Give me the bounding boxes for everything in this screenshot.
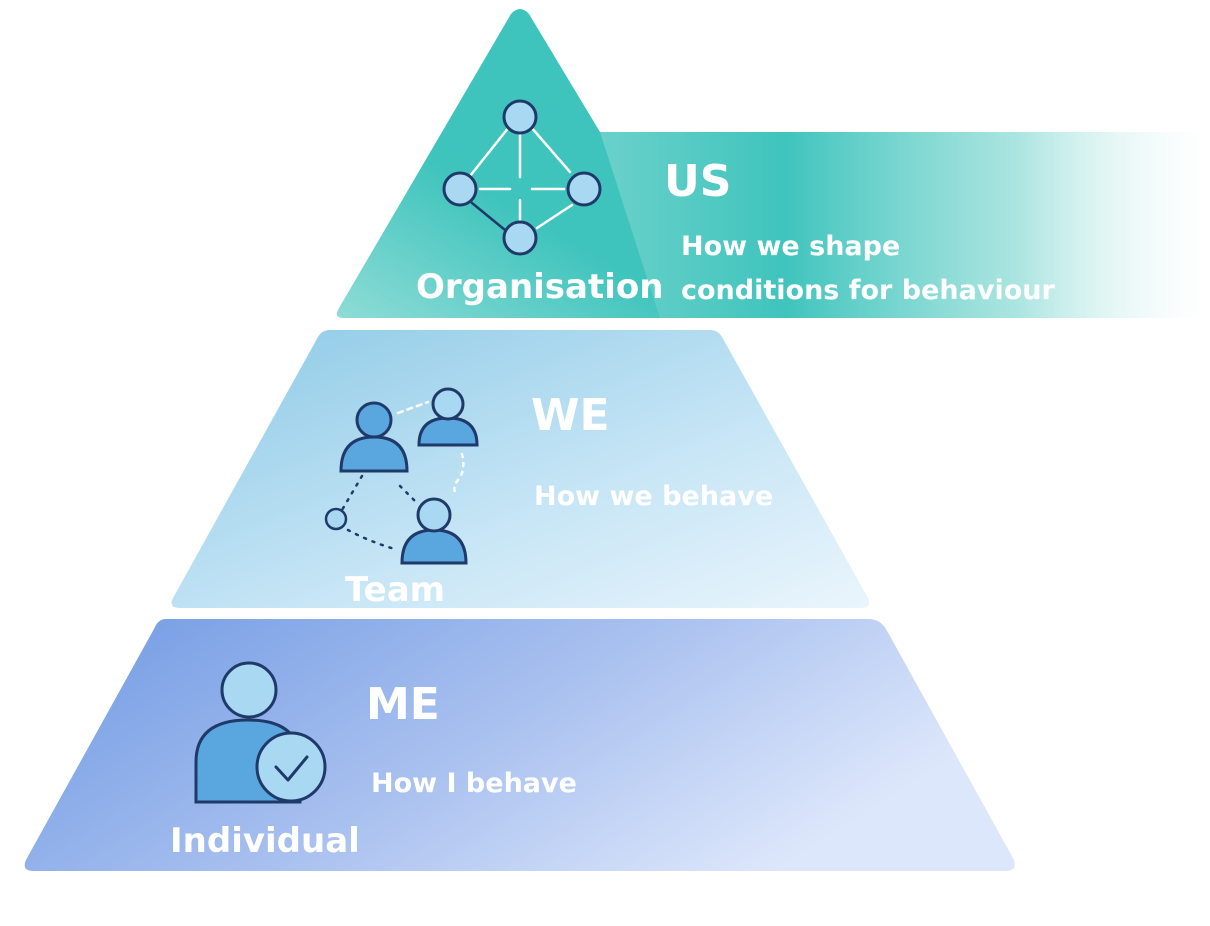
team-person-left-head xyxy=(355,401,393,439)
organisation-heading: US xyxy=(664,156,731,207)
check-icon xyxy=(274,755,309,782)
team-node xyxy=(324,507,348,531)
individual-name: Individual xyxy=(170,821,360,861)
person-check-icon xyxy=(194,661,327,804)
network-node-right xyxy=(566,171,602,207)
individual-person-head xyxy=(220,661,278,719)
team-trapezoid xyxy=(171,330,870,608)
team-name: Team xyxy=(345,570,445,610)
team-person-right-head xyxy=(431,387,465,421)
network-node-bottom xyxy=(502,220,538,256)
level-organisation: US How we shape conditions for behaviour… xyxy=(336,9,1210,318)
team-person-bottom-body xyxy=(400,528,468,565)
organisation-description-line-1: How we shape xyxy=(681,231,900,262)
level-team: WE How we behave Team xyxy=(171,330,870,610)
team-person-right-body xyxy=(417,416,479,447)
organisation-name: Organisation xyxy=(416,267,663,307)
individual-description: How I behave xyxy=(371,768,577,799)
team-description: How we behave xyxy=(534,481,773,512)
team-heading: WE xyxy=(531,390,610,441)
organisation-triangle xyxy=(336,9,660,318)
level-individual: ME How I behave Individual xyxy=(24,619,1015,871)
team-person-left-body xyxy=(339,435,409,473)
network-node-top xyxy=(502,99,538,135)
check-badge xyxy=(255,731,327,803)
individual-heading: ME xyxy=(366,679,440,730)
network-node-left xyxy=(442,171,478,207)
network-icon xyxy=(442,99,602,256)
organisation-description-line-2: conditions for behaviour xyxy=(681,275,1055,306)
team-icon xyxy=(324,387,479,565)
team-person-bottom-head xyxy=(416,497,452,533)
